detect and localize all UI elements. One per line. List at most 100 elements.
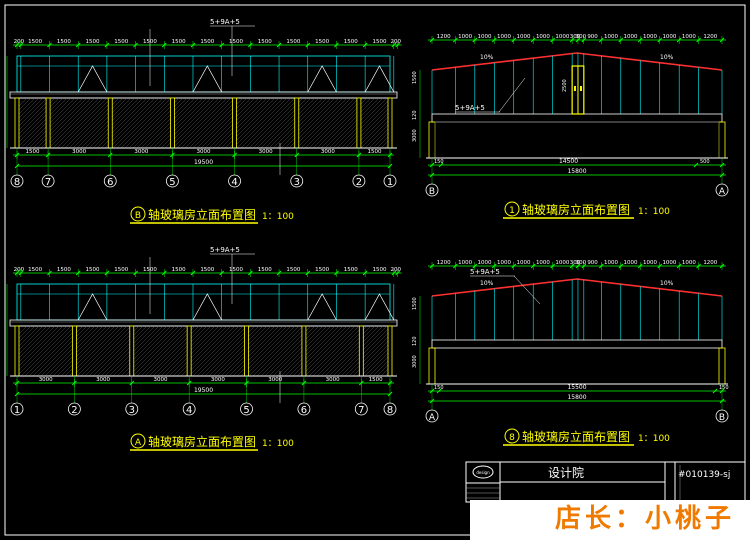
wall-hatch xyxy=(120,325,172,377)
end-vert-label: 1500 xyxy=(412,71,418,84)
end-vert-label: 1500 xyxy=(412,297,418,310)
wall-hatch xyxy=(144,97,196,149)
top-dim-label: 1500 xyxy=(344,267,358,273)
title-1-circle xyxy=(504,201,520,217)
end-top-dim-label: 300 xyxy=(570,34,581,40)
slope-label: 10% xyxy=(660,280,674,287)
wall-hatch xyxy=(128,325,180,377)
wall-hatch xyxy=(240,97,292,149)
wall-hatch xyxy=(152,325,204,377)
title-1-text: 轴玻璃房立面布置图 xyxy=(522,202,630,217)
end-axis-label: B xyxy=(429,187,435,197)
title-b-circle-label: B xyxy=(135,211,141,221)
axis-label: 8 xyxy=(14,177,20,188)
end-dim-label: 150 xyxy=(434,385,444,391)
wall-hatch xyxy=(56,97,108,149)
dim-tick xyxy=(438,162,444,168)
wall-hatch xyxy=(292,325,344,377)
column xyxy=(387,325,393,377)
wall-hatch xyxy=(216,325,268,377)
wall-hatch xyxy=(248,325,300,377)
axis-bubble xyxy=(240,402,253,416)
top-dim-label: 1500 xyxy=(258,39,272,45)
wall-hatch xyxy=(24,325,76,377)
vent-triangle xyxy=(192,65,222,93)
top-dim-label: 1500 xyxy=(172,39,186,45)
axis-label: 7 xyxy=(358,405,364,416)
wall-hatch xyxy=(228,325,280,377)
shop-banner xyxy=(470,500,750,540)
wall-hatch xyxy=(360,118,391,149)
top-dim-label: 1500 xyxy=(229,39,243,45)
wall-hatch xyxy=(80,325,132,377)
wall-hatch xyxy=(124,97,176,149)
wall-hatch xyxy=(340,98,391,149)
wall-hatch xyxy=(96,325,148,377)
wall-hatch xyxy=(172,325,224,377)
wall-hatch xyxy=(188,325,240,377)
wall-hatch xyxy=(208,325,260,377)
wall-hatch xyxy=(212,97,264,149)
wall-hatch xyxy=(328,325,380,377)
wall-hatch xyxy=(60,97,112,149)
wall-hatch xyxy=(132,325,184,377)
wall-hatch xyxy=(176,325,228,377)
wall-hatch xyxy=(96,97,148,149)
wall-hatch xyxy=(64,97,116,149)
wall-hatch xyxy=(244,325,296,377)
wall-hatch xyxy=(36,97,88,149)
column xyxy=(244,325,249,377)
title-1-scale: 1：100 xyxy=(638,207,670,217)
bottom-dim-label: 3000 xyxy=(96,377,110,383)
wall-hatch xyxy=(84,325,136,377)
bottom-dim-label: 1500 xyxy=(367,149,381,155)
wall-hatch xyxy=(196,97,248,149)
top-dim-label: 1500 xyxy=(172,267,186,273)
axis-bubble xyxy=(10,402,24,416)
dim-tick xyxy=(712,388,718,394)
wall-hatch xyxy=(112,97,164,149)
firm-logo-text: design xyxy=(476,470,490,475)
wall-hatch xyxy=(76,325,128,377)
end-top-dim-label: 1200 xyxy=(437,260,451,266)
column xyxy=(14,325,20,377)
wall-hatch xyxy=(268,97,320,149)
column xyxy=(358,325,364,377)
end-top-dim-label: 1000 xyxy=(682,34,696,40)
end-leader xyxy=(513,275,541,305)
title-1-circle-label: 1 xyxy=(509,206,515,216)
column xyxy=(71,325,77,377)
wall-hatch xyxy=(116,97,168,149)
wall-hatch xyxy=(116,325,168,377)
wall-hatch xyxy=(268,325,320,377)
end-top-dim-label: 1000 xyxy=(478,34,492,40)
top-dim-label: 200 xyxy=(390,39,401,45)
wall-hatch xyxy=(352,338,391,377)
vent-triangle xyxy=(192,293,222,321)
wall-hatch xyxy=(252,325,304,377)
roof-line xyxy=(431,278,723,297)
end-dim-label: 150 xyxy=(719,385,729,391)
wall-hatch xyxy=(256,97,308,149)
title-block-rows xyxy=(466,465,681,500)
wall-hatch xyxy=(16,97,36,117)
wall-hatch xyxy=(172,97,224,149)
wall-hatch xyxy=(16,325,36,345)
wall-hatch xyxy=(16,97,52,133)
end-top-dim-label: 1000 xyxy=(478,260,492,266)
wall-hatch xyxy=(16,97,64,145)
end-top-dim-label: 1000 xyxy=(458,34,472,40)
end-top-dim-label: 1000 xyxy=(555,34,569,40)
end-top-dim-label: 1000 xyxy=(516,34,530,40)
wall-hatch xyxy=(284,97,336,149)
wall-hatch xyxy=(340,326,391,377)
wall-hatch xyxy=(120,97,172,149)
top-dim-label: 1500 xyxy=(86,39,100,45)
top-dim-label: 1500 xyxy=(200,39,214,45)
end-axis-label: A xyxy=(719,187,726,197)
wall-hatch xyxy=(52,325,104,377)
wall-hatch xyxy=(292,97,344,149)
end-top-dim-label: 1000 xyxy=(536,260,550,266)
